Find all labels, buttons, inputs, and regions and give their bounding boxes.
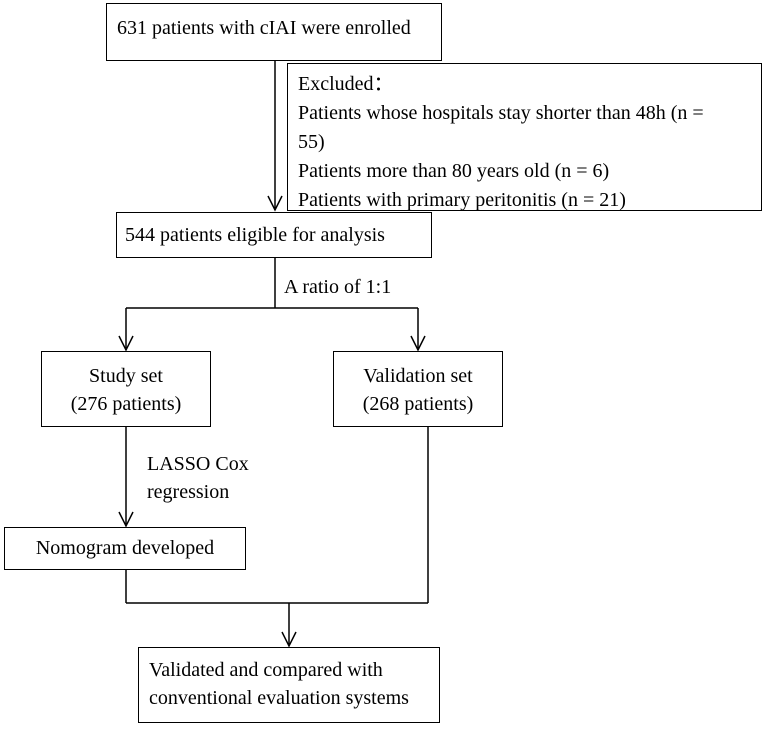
- eligible-text: 544 patients eligible for analysis: [125, 224, 385, 246]
- final-line-2: conventional evaluation systems: [149, 687, 409, 709]
- ratio-label: A ratio of 1:1: [284, 276, 392, 298]
- arrowhead-eligible: [267, 195, 283, 212]
- arrowhead-nomogram: [118, 511, 134, 528]
- excluded-line-4: Patients with primary peritonitis (n = 2…: [298, 189, 626, 211]
- validation-set-title: Validation set: [363, 365, 473, 387]
- enrolled-text: 631 patients with cIAI were enrolled: [117, 17, 411, 39]
- study-set-title: Study set: [89, 365, 163, 387]
- nomogram-text: Nomogram developed: [35, 537, 215, 559]
- excluded-line-1: Patients whose hospitals stay shorter th…: [298, 102, 704, 124]
- lasso-label-line-1: LASSO Cox: [147, 453, 249, 475]
- excluded-heading: Excluded：: [298, 73, 394, 95]
- arrowhead-study: [118, 335, 134, 352]
- excluded-line-3: Patients more than 80 years old (n = 6): [298, 160, 610, 182]
- final-box: Validated and compared with conventional…: [138, 647, 440, 723]
- enrolled-box: 631 patients with cIAI were enrolled: [106, 3, 442, 61]
- final-line-1: Validated and compared with: [149, 659, 383, 681]
- validation-set-box: Validation set (268 patients): [333, 351, 503, 427]
- lasso-label: LASSO Cox regression: [147, 450, 249, 506]
- arrowhead-validation: [410, 335, 426, 352]
- eligible-box: 544 patients eligible for analysis: [116, 212, 432, 258]
- validation-set-count: (268 patients): [362, 393, 474, 415]
- nomogram-box: Nomogram developed: [4, 527, 246, 570]
- study-set-box: Study set (276 patients): [41, 351, 211, 427]
- excluded-line-2: 55): [298, 131, 325, 153]
- study-set-count: (276 patients): [70, 393, 182, 415]
- excluded-box: Excluded： Patients whose hospitals stay …: [287, 63, 762, 211]
- arrowhead-final: [281, 631, 297, 648]
- lasso-label-line-2: regression: [147, 481, 230, 503]
